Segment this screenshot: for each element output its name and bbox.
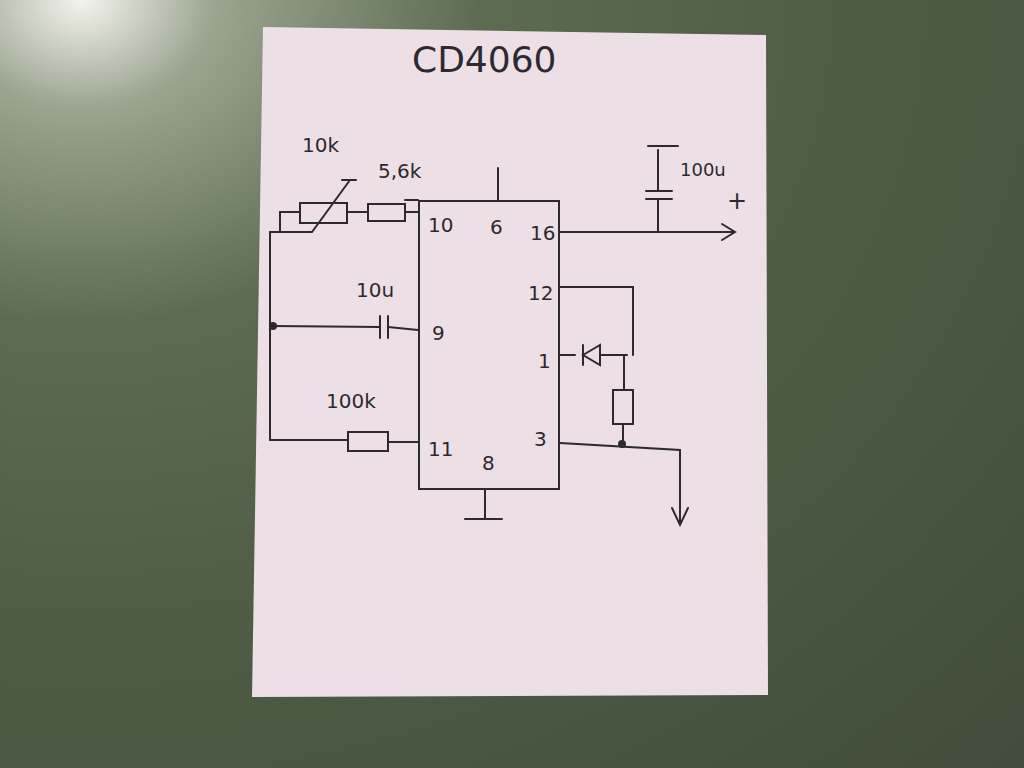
- capacitor-symbol: [380, 316, 388, 338]
- resistor-symbol: [368, 204, 405, 221]
- wire: [273, 326, 418, 330]
- pin-number: 6: [490, 216, 503, 238]
- wire: [497, 168, 499, 200]
- pin-number: 12: [528, 282, 553, 304]
- wire: [269, 232, 271, 440]
- pin-number: 3: [534, 428, 547, 450]
- resistor-symbol: [348, 432, 388, 451]
- component-value: +: [727, 188, 747, 214]
- wire: [270, 212, 300, 232]
- pin-number: 11: [428, 438, 453, 460]
- wire: [623, 355, 625, 390]
- resistor-symbol: [613, 390, 633, 424]
- wire: [560, 354, 627, 356]
- ic-chip: 1061612911183: [418, 200, 560, 490]
- component-value: 10k: [302, 134, 339, 156]
- wire: [270, 440, 418, 442]
- ground-symbol: [465, 490, 502, 519]
- pin-number: 1: [538, 350, 551, 372]
- component-value: 100k: [326, 390, 376, 412]
- component-value: 100u: [680, 160, 726, 180]
- wire: [405, 211, 418, 213]
- capacitor-symbol: [646, 146, 678, 232]
- pin-number: 9: [432, 322, 445, 344]
- wire: [405, 199, 418, 201]
- supply-arrow: [560, 224, 735, 240]
- output-arrow: [560, 443, 688, 525]
- pin-number: 16: [530, 222, 555, 244]
- pin-number: 8: [482, 452, 495, 474]
- potentiometer-symbol: [300, 203, 347, 223]
- diagram-title: CD4060: [412, 40, 556, 80]
- paper-sheet: [252, 27, 768, 697]
- pin-number: 10: [428, 214, 453, 236]
- diode-symbol: [583, 345, 600, 365]
- component-value: 10u: [356, 279, 394, 301]
- junction-dot: [619, 441, 625, 447]
- wire: [347, 211, 368, 213]
- potentiometer-wiper: [342, 179, 356, 181]
- potentiometer-wiper: [280, 180, 350, 232]
- wire: [560, 287, 633, 355]
- component-value: 5,6k: [378, 160, 421, 182]
